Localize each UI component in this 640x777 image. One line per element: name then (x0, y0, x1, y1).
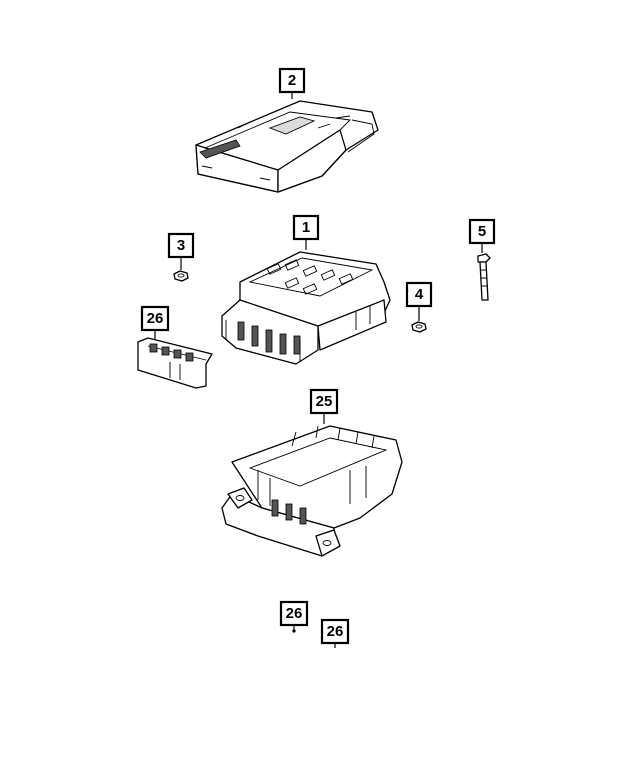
callout-2: 2 (288, 72, 296, 89)
callout-1: 1 (302, 219, 310, 236)
connector-part-26[interactable] (137, 337, 213, 389)
power-distribution-center[interactable] (221, 251, 391, 365)
bolt-part-5[interactable] (477, 253, 491, 301)
fuse-box-cover[interactable] (195, 100, 379, 193)
callout-3: 3 (177, 237, 185, 254)
callout-5: 5 (478, 223, 486, 240)
nut-part-4[interactable] (411, 321, 427, 333)
callout-26-c: 26 (327, 623, 344, 640)
callout-26-b: 26 (286, 605, 303, 622)
callout-26-a: 26 (147, 310, 164, 327)
lower-housing-bracket[interactable] (221, 425, 403, 557)
nut-part-3[interactable] (173, 270, 189, 282)
callout-4: 4 (415, 286, 424, 303)
callout-25: 25 (316, 393, 333, 410)
